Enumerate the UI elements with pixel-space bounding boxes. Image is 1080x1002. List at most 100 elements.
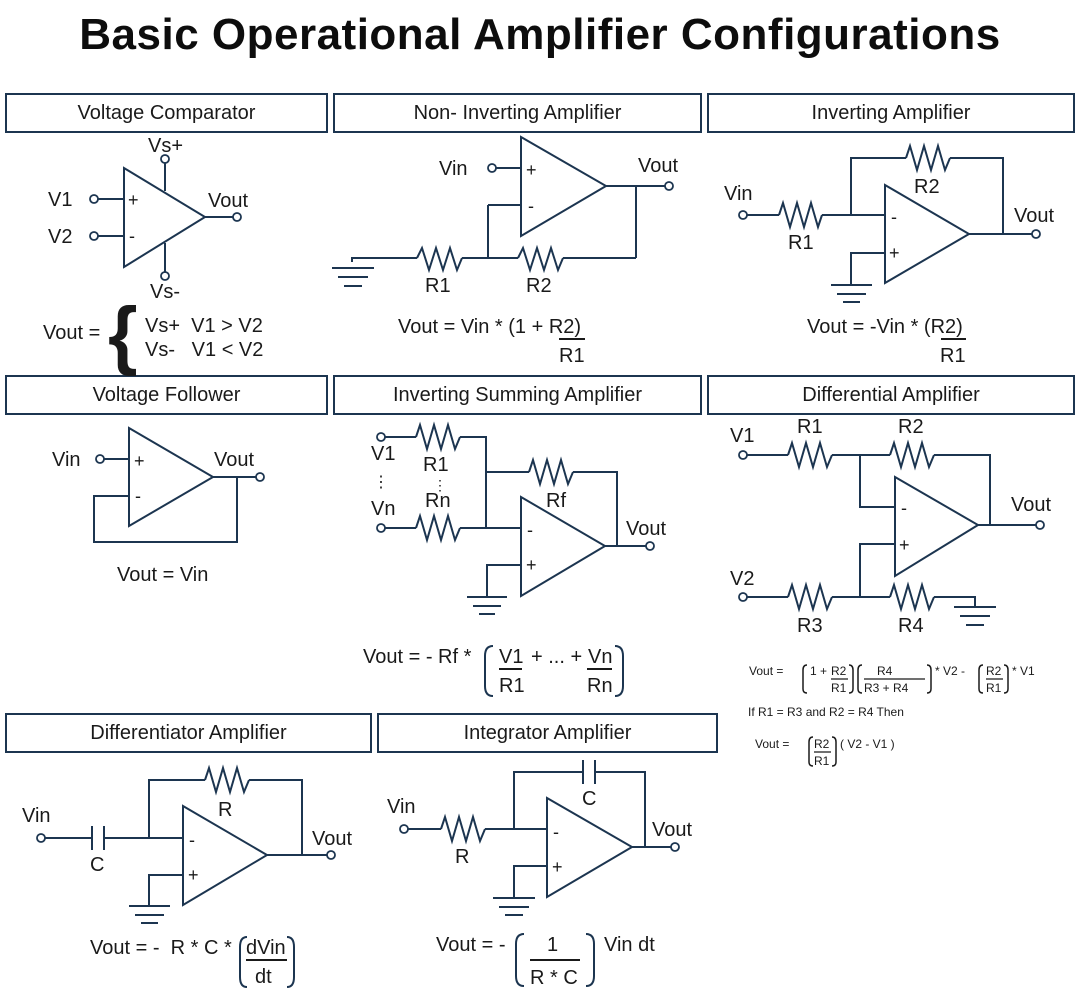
formula-main: Vout = Vin * (1 + R2) [398, 316, 581, 338]
resistor-r [204, 764, 250, 796]
terminal-vout [1031, 229, 1041, 239]
header-differentiator-amplifier: Differentiator Amplifier [5, 713, 372, 753]
formula-denominator: R * C [530, 967, 578, 989]
label-vs-plus: Vs+ [148, 135, 183, 157]
plus-sign: + [526, 555, 537, 575]
formula-main: Vout = -Vin * (R2) [807, 316, 963, 338]
formula-lhs-simplified: Vout = [755, 737, 789, 751]
dots-middle: ⋮ [433, 477, 447, 493]
resistor-r3 [787, 581, 833, 613]
terminal-vn [376, 523, 386, 533]
header-non-inverting-amplifier: Non- Inverting Amplifier [333, 93, 702, 133]
terminal-vin [36, 833, 46, 843]
terminal-vout [645, 541, 655, 551]
label-vout: Vout [626, 518, 666, 540]
differentiator-circuit: Vin C R Vout - + Vout = - R * C * dVin d… [22, 764, 352, 988]
op-amp-symbol [546, 796, 634, 899]
ground-icon [129, 905, 170, 924]
minus-sign: - [901, 498, 907, 518]
resistor-r [440, 813, 486, 845]
op-amp-symbol [520, 135, 608, 238]
voltage-follower-circuit: Vin Vout + - Vout = Vin [52, 426, 265, 586]
terminal-v1 [738, 450, 748, 460]
op-amp-symbol [520, 495, 607, 598]
op-amp-symbol [182, 804, 269, 907]
term2-denominator: R3 + R4 [864, 681, 909, 695]
label-v2: V2 [48, 226, 72, 248]
simplified-numerator: R2 [814, 737, 830, 751]
differential-formula: Vout = 1 + R2 R1 R4 R3 + R4 * V2 - R2 R1… [748, 664, 1035, 768]
terminal-vs-minus [160, 271, 170, 281]
header-voltage-comparator: Voltage Comparator [5, 93, 328, 133]
label-vout: Vout [1011, 494, 1051, 516]
formula-denominator: R1 [940, 345, 966, 367]
minus-sign: - [528, 196, 534, 216]
terminal-vin [738, 210, 748, 220]
op-amp-symbol [884, 183, 971, 285]
term1-numerator: R2 [831, 664, 847, 678]
label-vs-minus: Vs- [150, 281, 180, 303]
resistor-r1 [778, 199, 823, 231]
label-vout: Vout [208, 190, 248, 212]
denominator-r1: R1 [499, 675, 525, 697]
label-vout: Vout [1014, 205, 1054, 227]
header-differential-amplifier: Differential Amplifier [707, 375, 1075, 415]
formula-lhs: Vout = [749, 664, 783, 678]
formula-mid: + ... + [531, 646, 582, 668]
terminal-vin [399, 824, 409, 834]
plus-sign: + [552, 857, 563, 877]
terminal-vout [255, 472, 265, 482]
terminal-vin [95, 454, 105, 464]
resistor-rf [528, 456, 574, 488]
formula-denominator: dt [255, 966, 272, 988]
label-r: R [218, 799, 232, 821]
terminal-v1 [89, 194, 99, 204]
formula-numerator: 1 [547, 934, 558, 956]
terminal-vin [487, 163, 497, 173]
terminal-v2 [89, 231, 99, 241]
formula-denominator: R1 [559, 345, 585, 367]
label-vout: Vout [652, 819, 692, 841]
curly-brace: { [108, 292, 138, 377]
label-vin: Vin [52, 449, 81, 471]
summing-circuit: V1 ⋮ Vn R1 ⋮ Rn Rf Vout - + Vout = - Rf … [363, 421, 666, 697]
term3-denominator: R1 [986, 681, 1002, 695]
resistor-r1 [416, 244, 463, 274]
integrator-circuit: Vin R C Vout - + Vout = - 1 R * C Vin dt [387, 760, 692, 989]
left-paren [484, 645, 494, 697]
formula-lhs: Vout = - [436, 934, 506, 956]
header-inverting-amplifier: Inverting Amplifier [707, 93, 1075, 133]
minus-sign: - [527, 520, 533, 540]
formula-end: * V1 [1012, 664, 1035, 678]
capacitor-c [91, 826, 105, 850]
ground-icon [332, 267, 374, 287]
label-vn: Vn [371, 498, 395, 520]
ground-icon [493, 897, 535, 916]
resistor-r2 [905, 142, 951, 174]
minus-sign: - [189, 830, 195, 850]
label-vin: Vin [22, 805, 51, 827]
op-amp-symbol [894, 475, 980, 578]
term1-prefix: 1 + [810, 664, 827, 678]
plus-sign: + [526, 160, 537, 180]
label-vin: Vin [387, 796, 416, 818]
resistor-r1 [415, 421, 461, 453]
label-vin: Vin [724, 183, 753, 205]
plus-sign: + [128, 190, 139, 210]
formula-end: Vin dt [604, 934, 655, 956]
label-vout: Vout [638, 155, 678, 177]
formula-numerator: dVin [246, 937, 286, 959]
term2-numerator: R4 [877, 664, 893, 678]
minus-sign: - [553, 822, 559, 842]
label-r: R [455, 846, 469, 868]
label-r4: R4 [898, 615, 924, 637]
label-v1: V1 [371, 443, 395, 465]
plus-sign: + [188, 865, 199, 885]
terminal-vs-plus [160, 154, 170, 164]
resistor-r2 [889, 439, 935, 471]
terminal-v1 [376, 432, 386, 442]
label-v2: V2 [730, 568, 754, 590]
label-vout: Vout [214, 449, 254, 471]
plus-sign: + [889, 243, 900, 263]
op-amp-symbol [128, 426, 215, 528]
